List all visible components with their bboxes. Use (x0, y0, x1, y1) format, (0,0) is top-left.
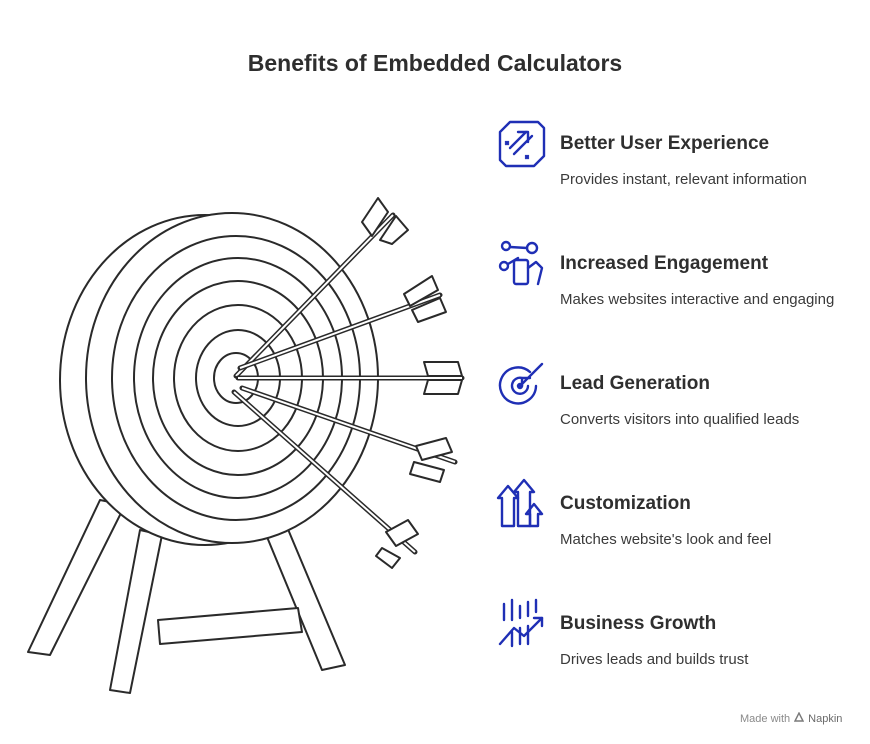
growth-chart-icon (496, 598, 548, 650)
archery-target-illustration (27, 197, 465, 694)
item-description: Drives leads and builds trust (560, 651, 749, 668)
item-description: Makes websites interactive and engaging (560, 291, 835, 308)
up-arrows-icon (496, 478, 548, 530)
item-description: Matches website's look and feel (560, 531, 772, 548)
napkin-brand: Napkin (808, 712, 843, 725)
network-hand-icon (496, 238, 548, 290)
item-title: Better User Experience (560, 133, 770, 154)
made-with-label: Made with (740, 712, 791, 725)
target-arrow-icon (496, 358, 548, 410)
sparkle-arrow-icon (496, 118, 548, 170)
item-description: Provides instant, relevant information (560, 171, 807, 188)
item-title: Increased Engagement (560, 253, 769, 274)
page-title: Benefits of Embedded Calculators (247, 50, 623, 76)
item-title: Lead Generation (560, 373, 710, 394)
item-title: Customization (560, 493, 691, 514)
item-description: Converts visitors into qualified leads (560, 411, 800, 428)
made-with-napkin-credit[interactable]: Made with Napkin (740, 711, 843, 725)
item-title: Business Growth (560, 613, 717, 634)
napkin-logo-icon (794, 711, 805, 725)
